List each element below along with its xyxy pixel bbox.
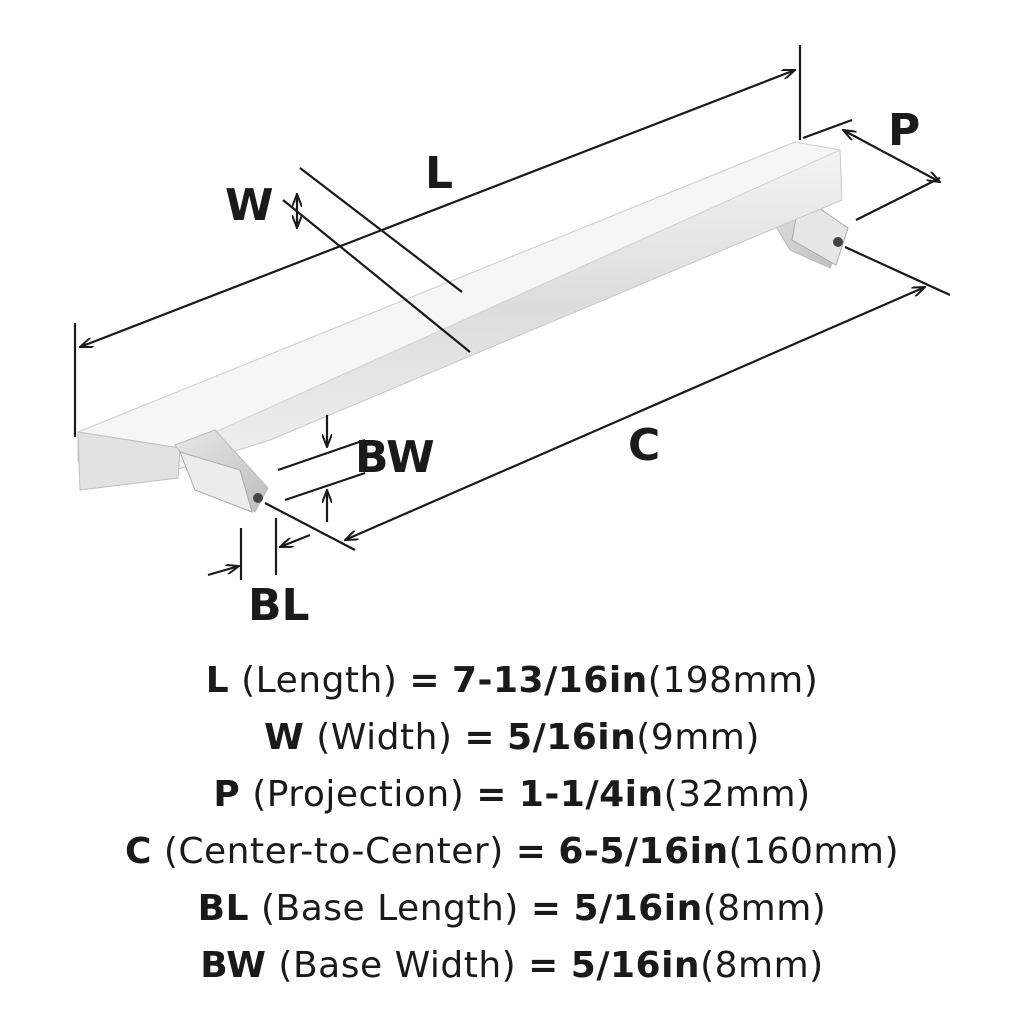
- center-to-center-label: C: [628, 420, 660, 471]
- spec-imperial-value: 5/16in: [573, 888, 703, 929]
- spec-metric-value: (9mm): [636, 717, 760, 758]
- spec-imperial-value: 1-1/4in: [518, 774, 664, 815]
- spec-metric-value: (160mm): [728, 831, 900, 872]
- spec-key: C: [124, 831, 152, 872]
- spec-equals: =: [464, 717, 496, 758]
- spec-key: L: [205, 660, 230, 701]
- spec-metric-value: (198mm): [647, 660, 819, 701]
- spec-name: (Projection): [252, 774, 465, 815]
- spec-row-bl: BL (Base Length) = 5/16in(8mm): [0, 880, 1024, 937]
- spec-key: W: [264, 717, 305, 758]
- spec-equals: =: [515, 831, 547, 872]
- spec-equals: =: [528, 945, 559, 986]
- spec-name: (Width): [316, 717, 453, 758]
- right-screw-hole-icon: [833, 237, 843, 247]
- spec-row-bw: BW (Base Width) = 5/16in(8mm): [0, 937, 1024, 994]
- spec-metric-value: (8mm): [700, 945, 824, 986]
- spec-imperial-value: 7-13/16in: [451, 660, 648, 701]
- dimension-spec-list: L (Length) = 7-13/16in(198mm)W (Width) =…: [0, 652, 1024, 994]
- spec-row-w: W (Width) = 5/16in(9mm): [0, 709, 1024, 766]
- spec-equals: =: [476, 774, 507, 815]
- spec-key: BW: [200, 945, 267, 986]
- left-screw-hole-icon: [253, 493, 263, 503]
- spec-name: (Base Width): [278, 945, 517, 986]
- base-width-label: BW: [355, 432, 435, 483]
- projection-label: P: [888, 105, 920, 156]
- spec-key: BL: [197, 888, 250, 929]
- spec-metric-value: (32mm): [663, 774, 811, 815]
- spec-name: (Base Length): [260, 888, 519, 929]
- dimension-lines: [73, 45, 951, 580]
- width-label: W: [225, 180, 274, 231]
- handle-dimension-diagram: L W P C BW BL: [73, 45, 951, 631]
- spec-row-p: P (Projection) = 1-1/4in(32mm): [0, 766, 1024, 823]
- base-length-label: BL: [248, 580, 310, 631]
- spec-metric-value: (8mm): [702, 888, 827, 929]
- spec-imperial-value: 5/16in: [507, 717, 637, 758]
- spec-name: (Center-to-Center): [163, 831, 504, 872]
- spec-equals: =: [530, 888, 562, 929]
- spec-equals: =: [409, 660, 441, 701]
- spec-row-c: C (Center-to-Center) = 6-5/16in(160mm): [0, 823, 1024, 880]
- spec-imperial-value: 5/16in: [570, 945, 701, 986]
- spec-imperial-value: 6-5/16in: [558, 831, 729, 872]
- spec-key: P: [213, 774, 241, 815]
- spec-name: (Length): [241, 660, 398, 701]
- length-label: L: [425, 148, 453, 199]
- spec-row-l: L (Length) = 7-13/16in(198mm): [0, 652, 1024, 709]
